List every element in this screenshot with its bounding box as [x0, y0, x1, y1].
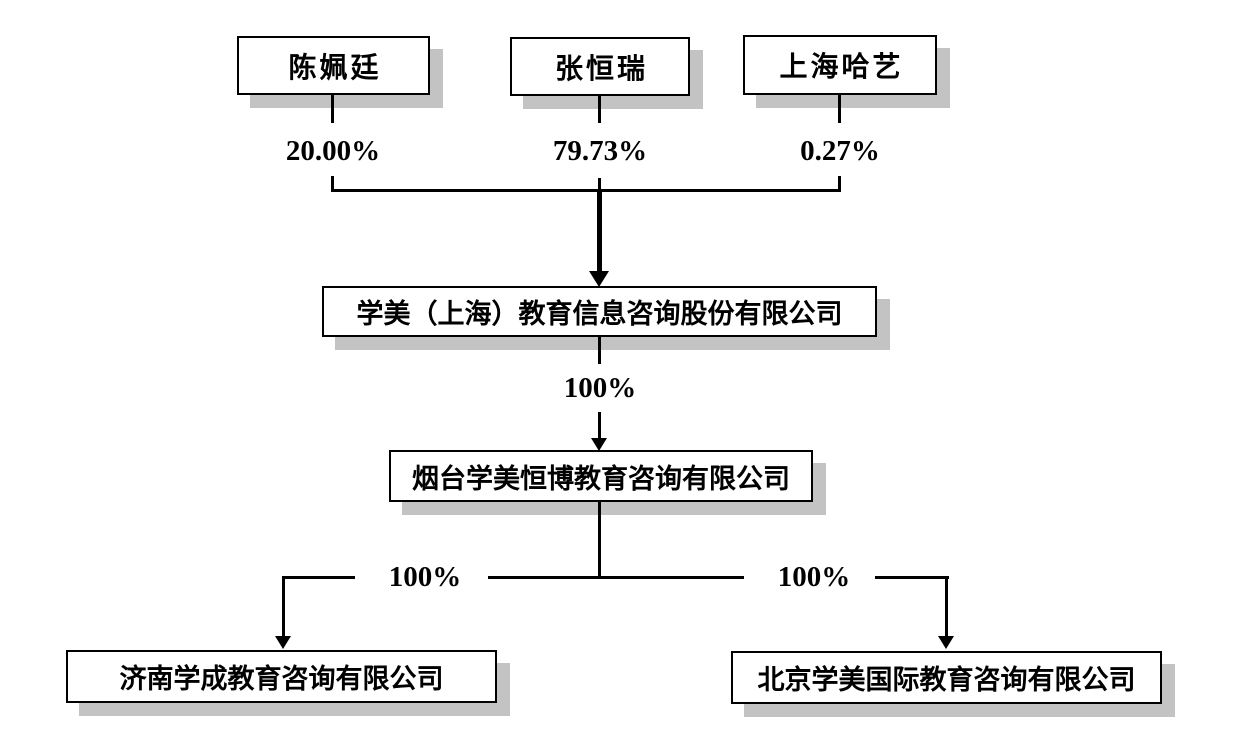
company-name: 烟台学美恒博教育咨询有限公司 [412, 463, 790, 494]
connector-company-down [598, 337, 601, 364]
connector-stub-chen [331, 95, 334, 123]
arrow-down-icon [938, 636, 954, 649]
connector-branch-right-a [599, 576, 752, 579]
connector-stub-shanghai [838, 95, 841, 123]
ownership-label-subsidiary: 100% [530, 374, 670, 403]
shareholder-name: 陈姵廷 [288, 52, 382, 84]
connector-bracket-tick-middle [598, 178, 601, 192]
node-shareholder-shanghai-hayi: 上海哈艺 [743, 35, 937, 95]
connector-bracket-tick-left [331, 176, 334, 192]
connector-trunk-to-company [597, 192, 602, 272]
ownership-label-beijing: 100% [744, 563, 884, 592]
node-subsidiary-yantai-xuemei-hengbo: 烟台学美恒博教育咨询有限公司 [389, 450, 813, 502]
ownership-label-shanghai: 0.27% [770, 137, 910, 166]
ownership-label-chen: 20.00% [263, 137, 403, 166]
connector-stub-zhang [598, 96, 601, 123]
arrow-down-icon [591, 438, 607, 451]
node-shareholder-chen-peiting: 陈姵廷 [237, 36, 430, 95]
company-name: 学美（上海）教育信息咨询股份有限公司 [356, 299, 843, 329]
connector-branch-left-a [283, 576, 366, 579]
node-company-beijing-xuemei-international: 北京学美国际教育咨询有限公司 [731, 651, 1162, 704]
arrow-down-icon [275, 636, 291, 649]
connector-elbow-right [945, 576, 948, 637]
connector-branch-left-b [488, 576, 601, 579]
company-name: 北京学美国际教育咨询有限公司 [757, 665, 1136, 695]
node-shareholder-zhang-hengrui: 张恒瑞 [510, 37, 690, 96]
arrow-down-icon [589, 271, 609, 287]
shareholder-name: 上海哈艺 [779, 52, 904, 83]
connector-elbow-left [282, 576, 285, 637]
connector-subsidiary-trunk [598, 502, 601, 579]
ownership-label-zhang: 79.73% [530, 137, 670, 166]
connector-bracket-tick-right [838, 176, 841, 192]
connector-branch-right-b [875, 576, 949, 579]
connector-to-subsidiary [598, 412, 601, 439]
node-company-jinan-xuecheng: 济南学成教育咨询有限公司 [66, 650, 497, 703]
connector-bracket-horizontal [331, 189, 841, 192]
node-company-xuemei-shanghai: 学美（上海）教育信息咨询股份有限公司 [322, 286, 877, 337]
company-name: 济南学成教育咨询有限公司 [119, 664, 444, 694]
shareholder-name: 张恒瑞 [554, 53, 648, 85]
ownership-label-jinan: 100% [355, 563, 495, 592]
